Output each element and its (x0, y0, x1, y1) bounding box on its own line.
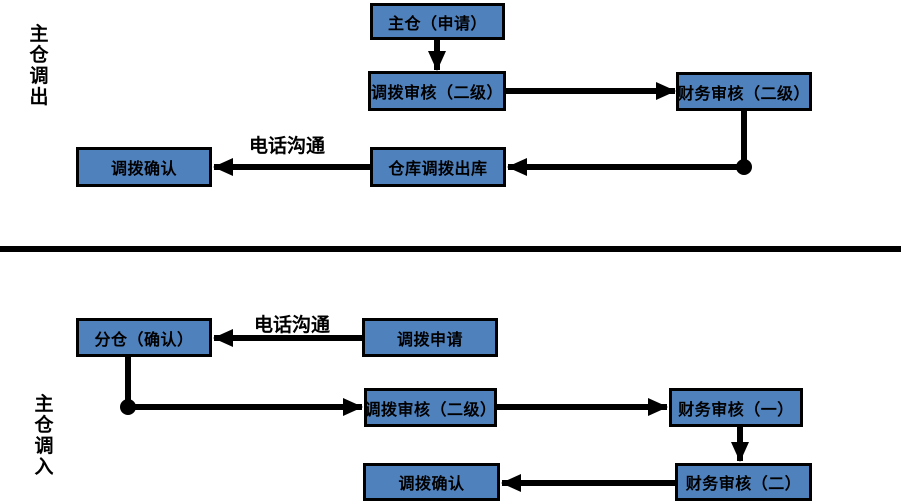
section-label-transfer-out: 主仓调出 (29, 23, 49, 108)
node-branch-confirm: 分仓（确认） (76, 318, 212, 357)
junction-dot-bottom (120, 399, 136, 415)
junction-dot-top (736, 159, 752, 175)
node-top-transfer-confirm: 调拨确认 (76, 147, 212, 187)
node-warehouse-outbound: 仓库调拨出库 (370, 147, 506, 187)
section-divider (0, 246, 901, 252)
node-main-warehouse-apply: 主仓（申请） (370, 3, 505, 40)
node-finance-audit-1: 财务审核（一） (669, 388, 803, 427)
node-top-transfer-audit: 调拨审核（二级） (368, 71, 506, 111)
node-bottom-transfer-audit: 调拨审核（二级） (364, 388, 497, 427)
node-top-finance-audit: 财务审核（二级） (676, 72, 812, 111)
edge-label-phone-bottom: 电话沟通 (254, 314, 331, 336)
node-transfer-apply: 调拨申请 (362, 318, 498, 357)
node-finance-audit-2: 财务审核（二） (675, 463, 812, 501)
node-bottom-transfer-confirm: 调拨确认 (363, 463, 500, 501)
edge-label-phone-top: 电话沟通 (249, 135, 326, 157)
section-label-transfer-in: 主仓调入 (34, 393, 54, 478)
